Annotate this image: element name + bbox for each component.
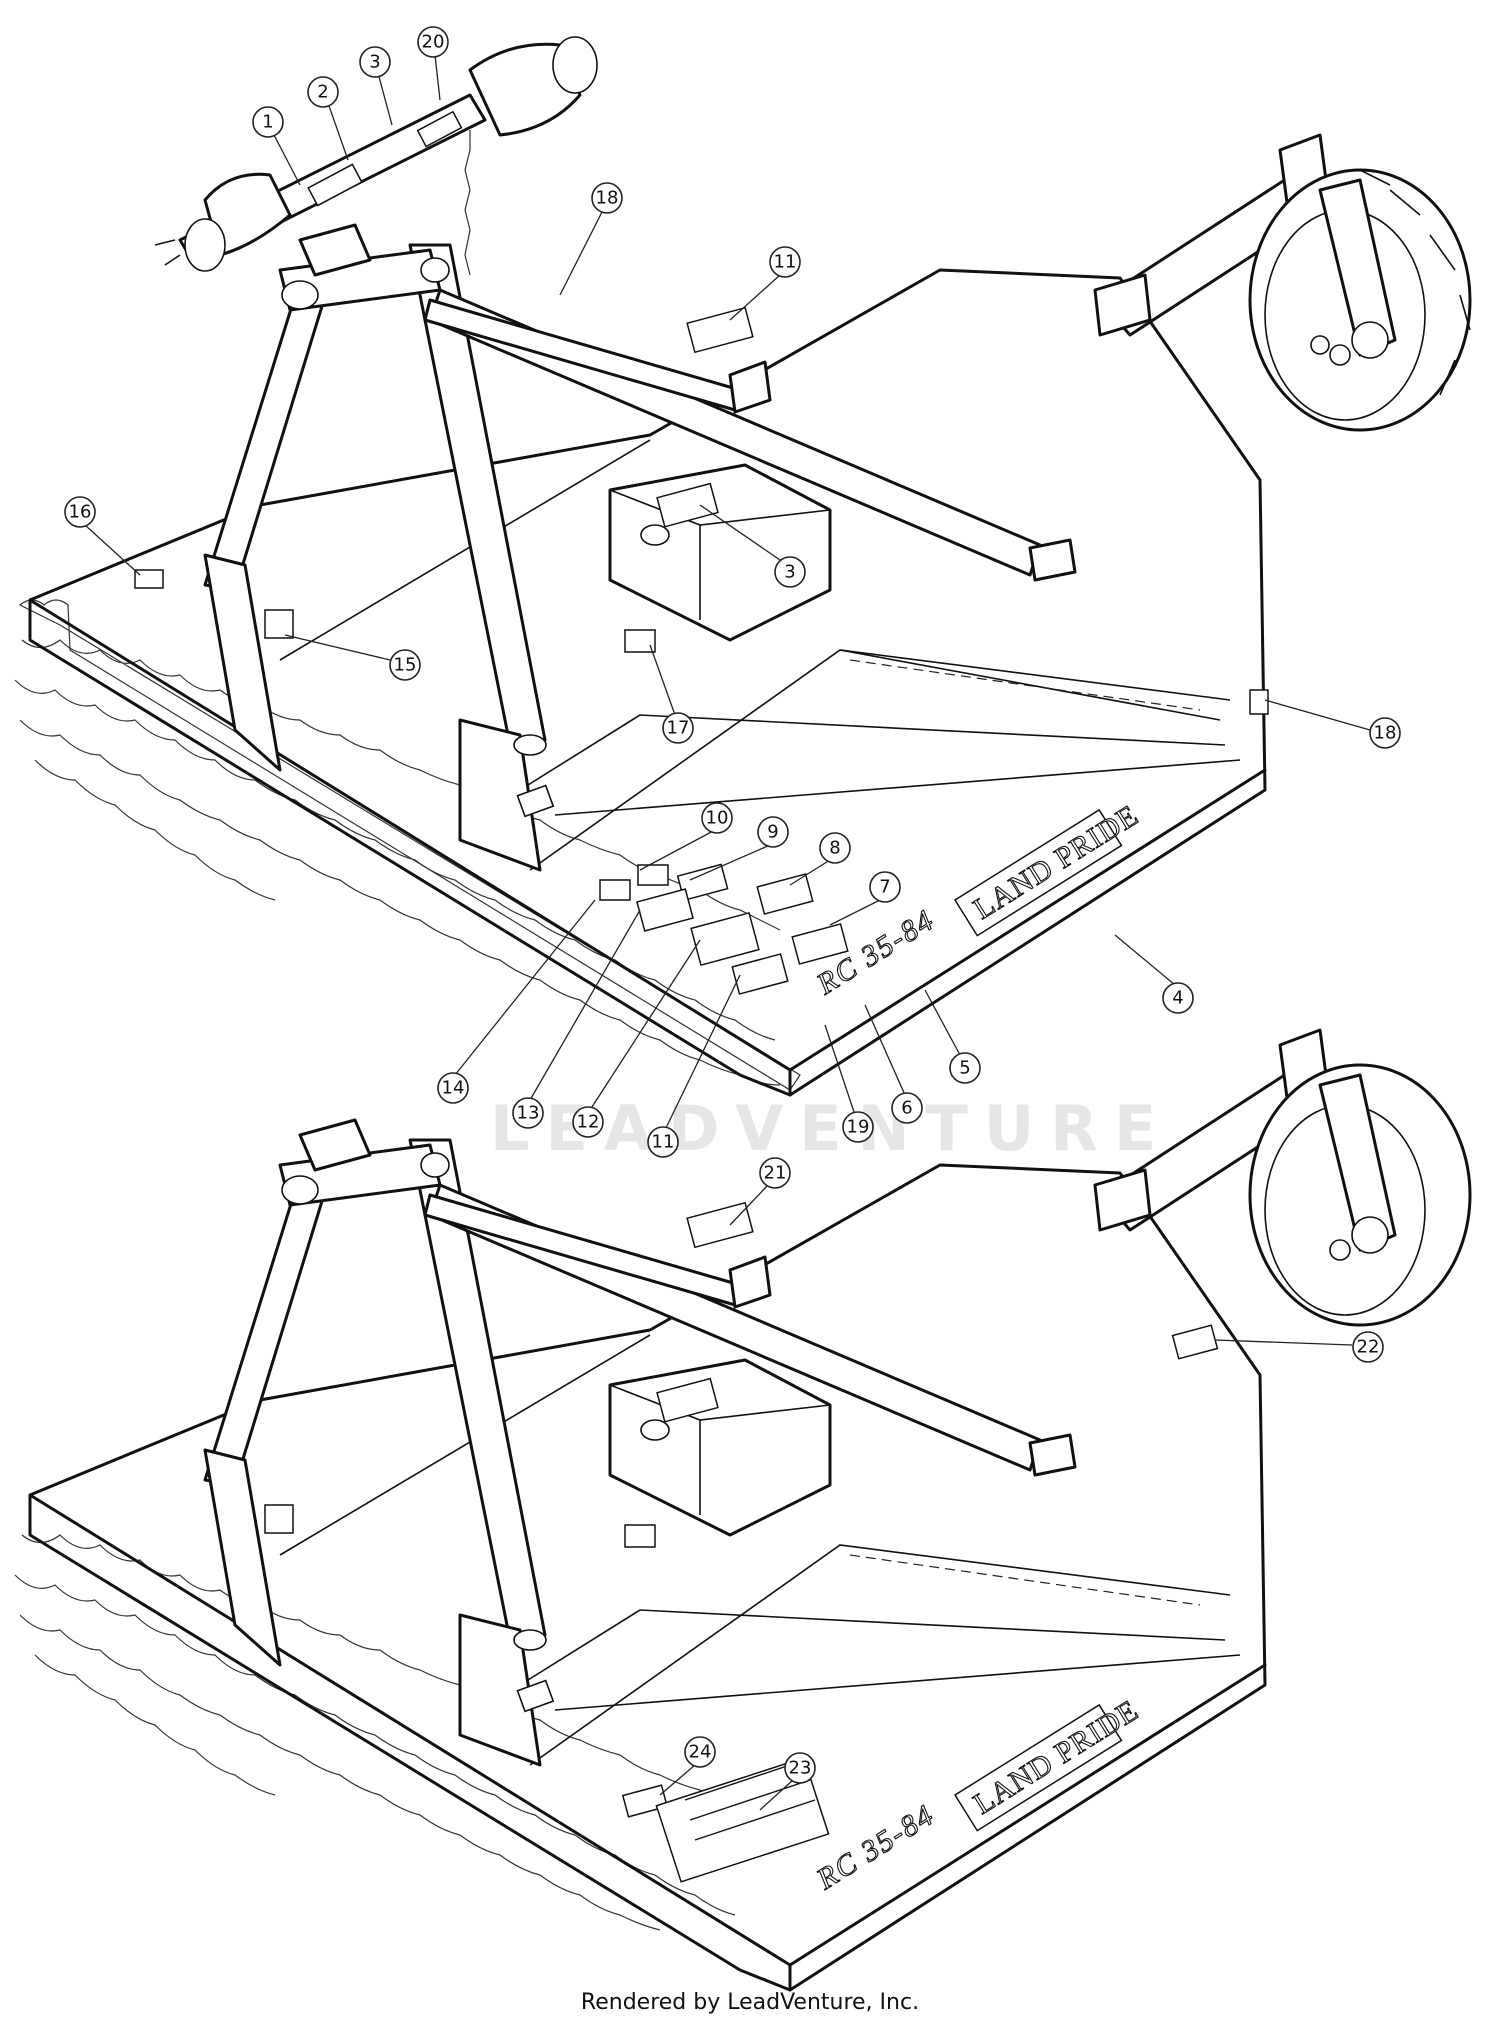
svg-text:6: 6 bbox=[901, 1098, 912, 1119]
svg-text:16: 16 bbox=[69, 502, 92, 523]
callout-2: 2 bbox=[307, 76, 339, 108]
footer-credit: Rendered by LeadVenture, Inc. bbox=[580, 1990, 920, 2015]
svg-text:14: 14 bbox=[442, 1078, 465, 1099]
callout-8: 8 bbox=[819, 832, 851, 864]
lower-chain-guard bbox=[14, 1534, 781, 1931]
lower-cutter-assembly: LAND PRIDE RC 35-84 bbox=[14, 1028, 1472, 1992]
svg-text:12: 12 bbox=[577, 1112, 600, 1133]
svg-text:8: 8 bbox=[829, 838, 840, 859]
upper-brand-decal: LAND PRIDE bbox=[953, 798, 1145, 937]
callout-7: 7 bbox=[869, 871, 901, 903]
svg-text:2: 2 bbox=[317, 82, 328, 103]
svg-text:23: 23 bbox=[789, 1758, 812, 1779]
svg-text:9: 9 bbox=[767, 822, 778, 843]
svg-text:20: 20 bbox=[422, 32, 445, 53]
callout-18-top: 18 bbox=[591, 182, 623, 214]
svg-text:18: 18 bbox=[596, 188, 619, 209]
callout-11-top: 11 bbox=[769, 246, 801, 278]
lower-a-frame-right-leg bbox=[408, 1138, 547, 1642]
svg-text:18: 18 bbox=[1374, 723, 1397, 744]
lower-brand-decal: LAND PRIDE bbox=[953, 1693, 1145, 1832]
svg-text:19: 19 bbox=[847, 1117, 870, 1138]
callout-9: 9 bbox=[757, 816, 789, 848]
upper-decals bbox=[134, 306, 1269, 995]
lower-wheel bbox=[1248, 1063, 1472, 1327]
callout-20: 20 bbox=[417, 26, 449, 58]
callout-15: 15 bbox=[389, 649, 421, 681]
upper-right-hitch-plate bbox=[458, 718, 542, 872]
callout-24: 24 bbox=[684, 1736, 716, 1768]
callout-16: 16 bbox=[64, 496, 96, 528]
upper-wheel bbox=[1248, 168, 1472, 432]
upper-hitch-link bbox=[298, 223, 372, 277]
upper-pto-driveline bbox=[154, 36, 598, 276]
upper-gearbox bbox=[608, 463, 832, 642]
callout-14: 14 bbox=[437, 1072, 469, 1104]
svg-text:17: 17 bbox=[667, 718, 690, 739]
svg-text:3: 3 bbox=[784, 562, 795, 583]
callout-6: 6 bbox=[891, 1092, 923, 1124]
callout-5: 5 bbox=[949, 1052, 981, 1084]
svg-text:1: 1 bbox=[262, 112, 273, 133]
upper-left-hitch-plate bbox=[203, 553, 282, 772]
svg-text:11: 11 bbox=[774, 252, 797, 273]
callout-4: 4 bbox=[1162, 982, 1194, 1014]
lower-left-hitch-plate bbox=[203, 1448, 282, 1667]
callout-18-side: 18 bbox=[1369, 717, 1401, 749]
callout-10: 10 bbox=[701, 802, 733, 834]
upper-a-frame-right-leg bbox=[408, 243, 547, 747]
callout-17: 17 bbox=[662, 712, 694, 744]
svg-text:3: 3 bbox=[369, 52, 380, 73]
lower-a-frame-left-leg bbox=[203, 1173, 332, 1487]
svg-text:11: 11 bbox=[652, 1132, 675, 1153]
callout-13: 13 bbox=[512, 1097, 544, 1129]
callout-3: 3 bbox=[359, 46, 391, 78]
lower-deck-outline bbox=[28, 1163, 1267, 1992]
svg-text:21: 21 bbox=[764, 1163, 787, 1184]
svg-text:24: 24 bbox=[689, 1742, 712, 1763]
callout-11-bottom: 11 bbox=[647, 1126, 679, 1158]
callout-1: 1 bbox=[252, 106, 284, 138]
callout-12: 12 bbox=[572, 1106, 604, 1138]
callout-21: 21 bbox=[759, 1157, 791, 1189]
callout-3-gearbox: 3 bbox=[774, 556, 806, 588]
svg-text:13: 13 bbox=[517, 1103, 540, 1124]
lower-callouts: 21 22 24 23 bbox=[659, 1157, 1384, 1811]
callout-23: 23 bbox=[784, 1752, 816, 1784]
svg-text:5: 5 bbox=[959, 1058, 970, 1079]
upper-deck-outline bbox=[28, 268, 1267, 1097]
upper-callouts: 1 2 3 20 18 11 16 3 15 17 18 10 9 8 7 4 … bbox=[64, 26, 1401, 1158]
lower-right-hitch-plate bbox=[458, 1613, 542, 1767]
upper-cutter-assembly: LAND PRIDE RC 35-84 bbox=[14, 36, 1472, 1097]
upper-a-frame-left-leg bbox=[203, 278, 332, 592]
svg-text:7: 7 bbox=[879, 877, 890, 898]
callout-19: 19 bbox=[842, 1111, 874, 1143]
lower-decals bbox=[264, 1201, 1219, 1883]
svg-text:22: 22 bbox=[1357, 1337, 1380, 1358]
svg-text:4: 4 bbox=[1172, 988, 1183, 1009]
svg-text:10: 10 bbox=[706, 808, 729, 829]
svg-text:15: 15 bbox=[394, 655, 417, 676]
lower-gearbox bbox=[608, 1358, 832, 1537]
callout-22: 22 bbox=[1352, 1331, 1384, 1363]
